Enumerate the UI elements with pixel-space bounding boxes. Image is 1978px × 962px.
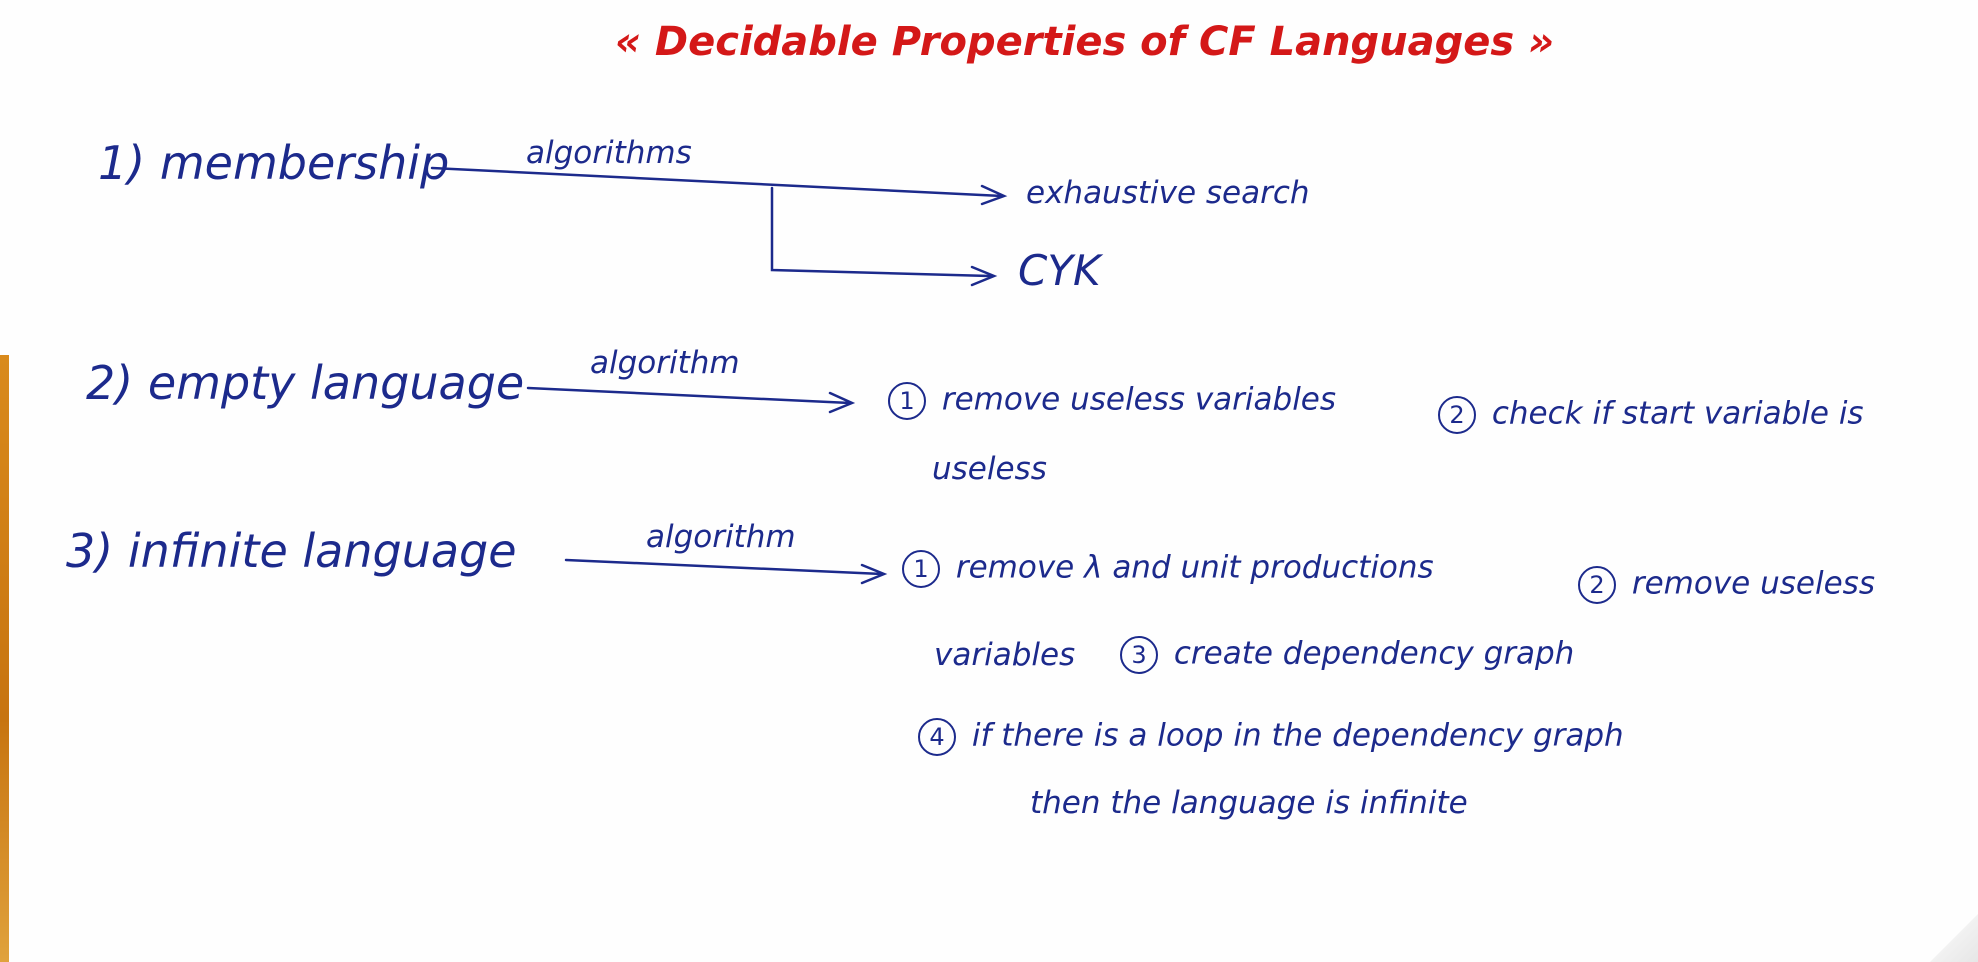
infinite-language-arrowhead (860, 563, 888, 585)
step-number-badge: 2 (1578, 566, 1616, 604)
empty-language-arrow-label: algorithm (590, 345, 740, 381)
infinite-language-step-2: 2 remove useless (1578, 566, 1875, 604)
empty-language-step-2: 2 check if start variable is (1438, 396, 1864, 434)
step-text: remove useless variables (941, 381, 1337, 418)
item-membership-label: 1) membership (98, 136, 450, 190)
infinite-language-arrow (564, 558, 884, 576)
target-cyk: CYK (1018, 246, 1101, 295)
membership-arrow (430, 166, 1004, 198)
membership-arrowhead (980, 184, 1008, 206)
infinite-language-step-3: 3 create dependency graph (1120, 636, 1574, 674)
step-number-badge: 3 (1120, 636, 1158, 674)
membership-branch (770, 186, 992, 278)
infinite-language-step-2-continued: variables (934, 637, 1076, 673)
step-number-badge: 1 (888, 382, 926, 420)
item-empty-language-label: 2) empty language (86, 356, 525, 410)
empty-language-step-1: 1 remove useless variables (888, 382, 1336, 420)
step-text: remove useless (1631, 565, 1875, 602)
page-edge-left (0, 355, 9, 962)
infinite-language-step-4: 4 if there is a loop in the dependency g… (918, 718, 1624, 756)
step-text: if there is a loop in the dependency gra… (971, 717, 1624, 754)
infinite-language-arrow-label: algorithm (646, 519, 796, 555)
step-number-badge: 2 (1438, 396, 1476, 434)
step-text: check if start variable is (1491, 395, 1864, 432)
step-number-badge: 1 (902, 550, 940, 588)
infinite-language-step-4-continued: then the language is infinite (1030, 785, 1468, 821)
step-text: create dependency graph (1173, 635, 1575, 672)
empty-language-step-2-continued: useless (932, 451, 1047, 487)
empty-language-arrowhead (828, 391, 856, 414)
empty-language-arrow (526, 386, 852, 405)
membership-arrow-label: algorithms (526, 135, 692, 171)
cyk-arrowhead (970, 265, 998, 287)
infinite-language-step-1: 1 remove λ and unit productions (902, 550, 1434, 588)
target-exhaustive-search: exhaustive search (1026, 175, 1310, 211)
item-infinite-language-label: 3) infinite language (66, 524, 517, 578)
step-text: remove λ and unit productions (955, 549, 1434, 586)
page-title: « Decidable Properties of CF Languages » (615, 19, 1555, 65)
step-number-badge: 4 (918, 718, 956, 756)
